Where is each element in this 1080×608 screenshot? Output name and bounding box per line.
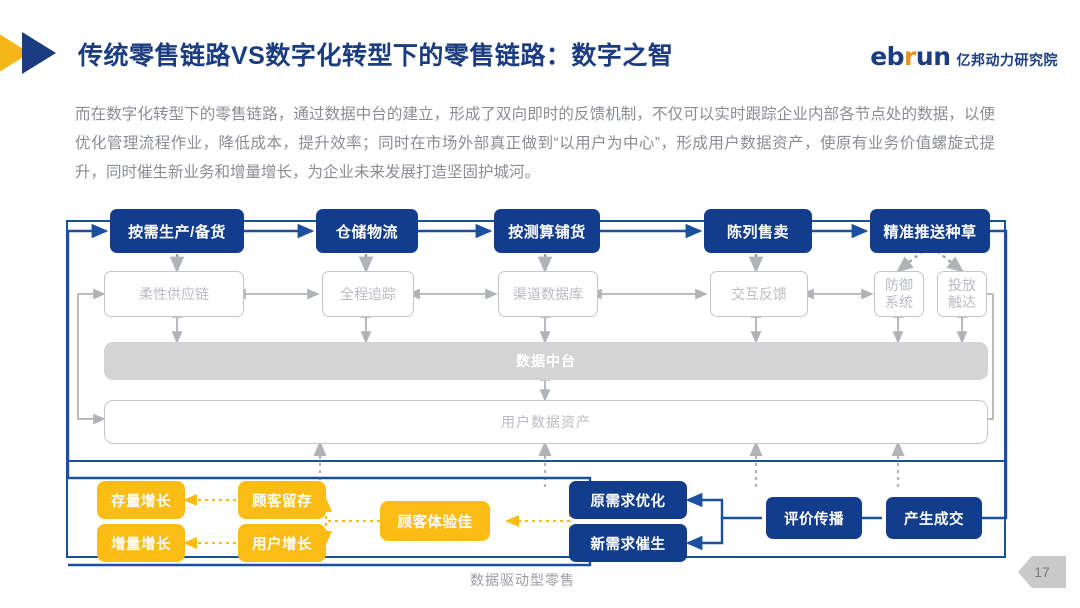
band-data-platform[interactable]: 数据中台 bbox=[104, 342, 988, 380]
diagram-caption: 数据驱动型零售 bbox=[470, 572, 575, 588]
node-label: 仓储物流 bbox=[335, 223, 398, 241]
node-customer-experience[interactable]: 顾客体验佳 bbox=[380, 501, 490, 541]
node-label: 新需求催生 bbox=[590, 536, 666, 553]
node-customer-retention[interactable]: 顾客留存 bbox=[238, 481, 326, 519]
node-demand-create[interactable]: 新需求催生 bbox=[569, 524, 687, 562]
node-mid-1[interactable]: 柔性供应链 bbox=[104, 271, 244, 317]
retail-chain-diagram: 按需生产/备货 仓储物流 按测算铺货 陈列售卖 精准推送种草 柔性供应链 全程追… bbox=[0, 195, 1080, 608]
node-label: 顾客体验佳 bbox=[397, 514, 473, 531]
band-label: 数据中台 bbox=[516, 353, 576, 369]
node-label: 用户增长 bbox=[252, 536, 312, 553]
node-demand-optimize[interactable]: 原需求优化 bbox=[569, 481, 687, 519]
band-label: 用户数据资产 bbox=[501, 414, 591, 430]
header-arrows bbox=[0, 32, 72, 74]
node-growth-increment[interactable]: 增量增长 bbox=[97, 524, 185, 562]
node-mid-6[interactable]: 投放 触达 bbox=[937, 271, 987, 317]
node-label: 存量增长 bbox=[111, 493, 171, 510]
logo-text-cn: 亿邦动力研究院 bbox=[956, 52, 1058, 68]
node-label: 评价传播 bbox=[784, 511, 844, 528]
node-label: 交互反馈 bbox=[731, 285, 787, 302]
node-label: 原需求优化 bbox=[590, 493, 666, 510]
node-label: 全程追踪 bbox=[340, 285, 396, 302]
node-top-4[interactable]: 陈列售卖 bbox=[704, 209, 812, 253]
node-label: 柔性供应链 bbox=[139, 285, 209, 302]
node-review-spread[interactable]: 评价传播 bbox=[766, 497, 862, 539]
node-user-growth[interactable]: 用户增长 bbox=[238, 524, 326, 562]
node-mid-4[interactable]: 交互反馈 bbox=[710, 271, 808, 317]
node-label: 按测算铺货 bbox=[508, 223, 586, 241]
chevron-right-blue-icon bbox=[22, 32, 56, 74]
node-mid-3[interactable]: 渠道数据库 bbox=[498, 271, 598, 317]
logo-text-r: r bbox=[904, 42, 916, 71]
page-title: 传统零售链路VS数字化转型下的零售链路：数字之智 bbox=[78, 42, 674, 70]
node-label: 防御 系统 bbox=[885, 277, 913, 310]
node-label: 陈列售卖 bbox=[726, 223, 789, 241]
node-label: 产生成交 bbox=[904, 511, 964, 528]
node-label: 增量增长 bbox=[111, 536, 171, 553]
logo-text-post: un bbox=[915, 42, 951, 71]
node-label: 顾客留存 bbox=[252, 493, 312, 510]
logo-text-pre: eb bbox=[870, 42, 905, 71]
node-mid-2[interactable]: 全程追踪 bbox=[322, 271, 414, 317]
node-mid-5[interactable]: 防御 系统 bbox=[874, 271, 924, 317]
node-top-2[interactable]: 仓储物流 bbox=[316, 209, 418, 253]
band-user-data-asset[interactable]: 用户数据资产 bbox=[104, 400, 988, 444]
node-label: 精准推送种草 bbox=[883, 223, 977, 241]
node-growth-stock[interactable]: 存量增长 bbox=[97, 481, 185, 519]
node-top-1[interactable]: 按需生产/备货 bbox=[110, 209, 244, 253]
body-paragraph: 而在数字化转型下的零售链路，通过数据中台的建立，形成了双向即时的反馈机制，不仅可… bbox=[75, 106, 995, 181]
node-transaction[interactable]: 产生成交 bbox=[886, 497, 982, 539]
node-top-5[interactable]: 精准推送种草 bbox=[870, 209, 990, 253]
node-label: 按需生产/备货 bbox=[128, 223, 226, 241]
node-top-3[interactable]: 按测算铺货 bbox=[494, 209, 600, 253]
node-label: 渠道数据库 bbox=[513, 285, 583, 302]
node-label: 投放 触达 bbox=[948, 277, 976, 310]
